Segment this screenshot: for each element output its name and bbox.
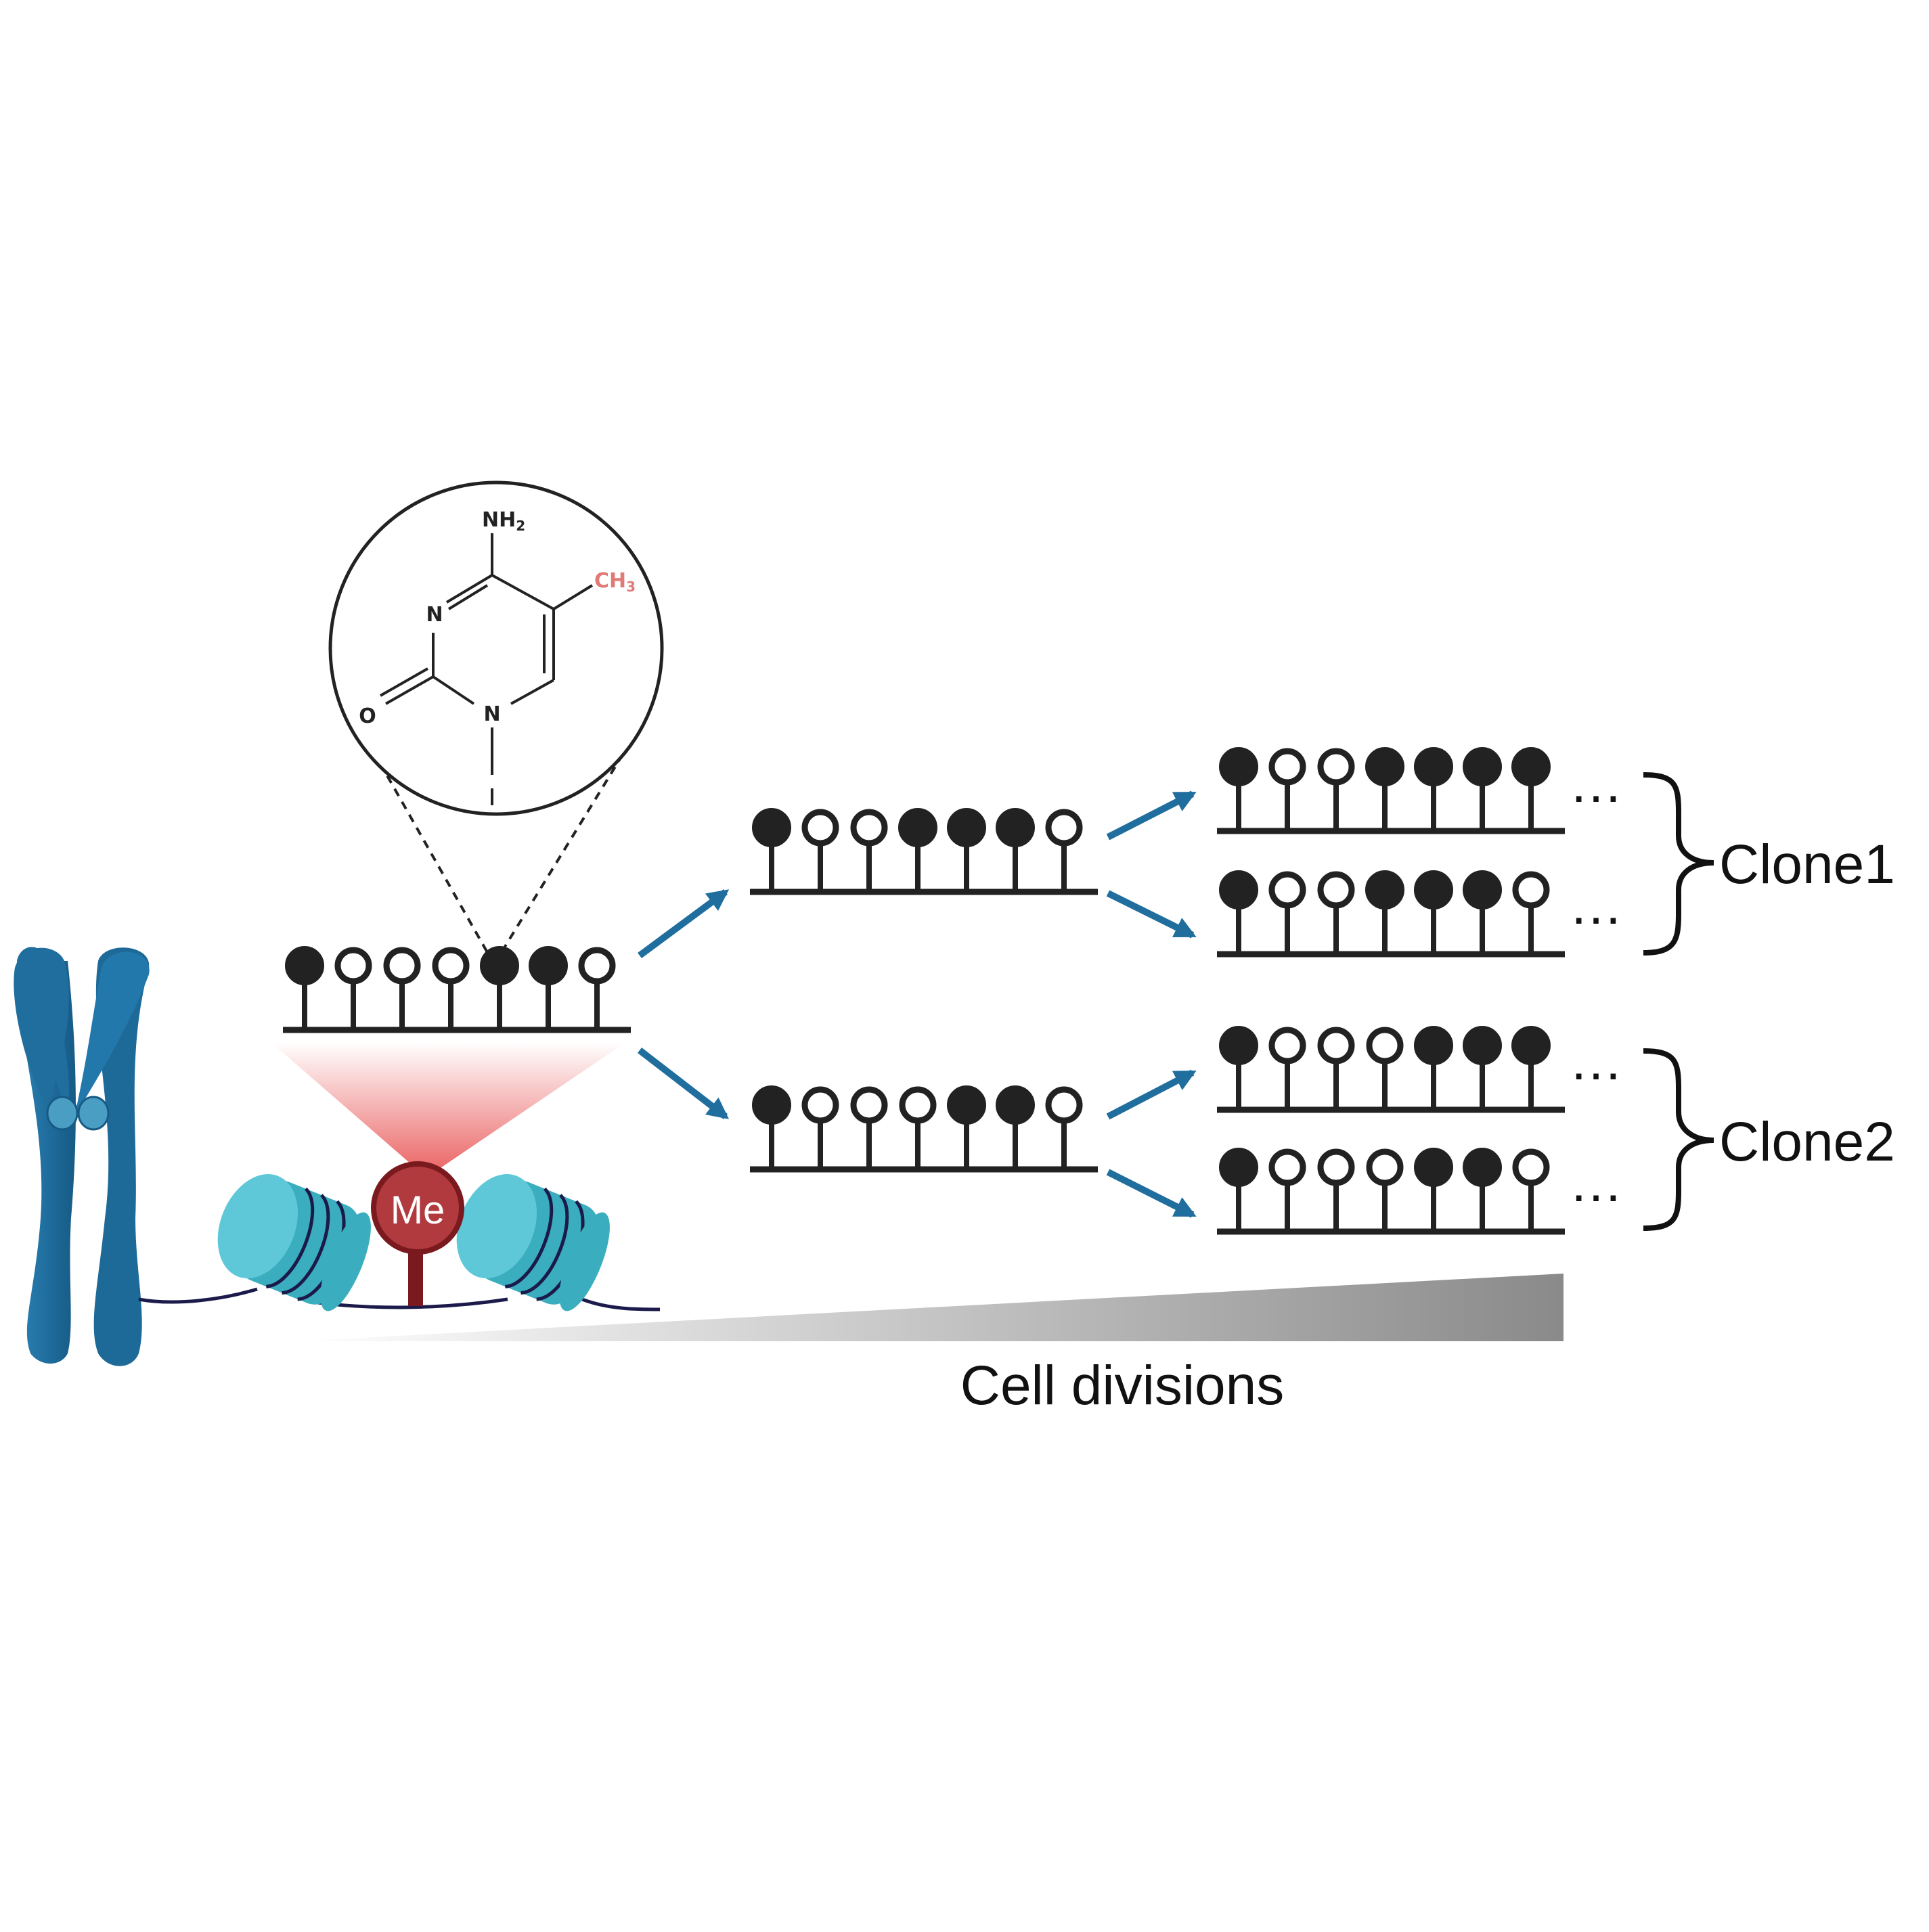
unmethylated-cpg (1268, 1148, 1306, 1186)
clone1-label: Clone1 (1719, 834, 1895, 895)
unmethylated-cpg (1317, 1027, 1355, 1064)
cell-divisions-wedge (298, 1274, 1564, 1341)
strand-generation1-bottom (750, 1085, 1098, 1173)
methylated-cpg (1414, 1148, 1453, 1187)
cell-divisions-label: Cell divisions (960, 1355, 1285, 1416)
division-arrows (637, 790, 1197, 1218)
unmethylated-cpg (801, 809, 839, 847)
methylated-cpg (1414, 870, 1453, 909)
clone2-label: Clone2 (1719, 1111, 1895, 1173)
chromosome-icon (14, 947, 150, 1366)
unmethylated-cpg (1366, 1027, 1404, 1064)
strand-clone1-b (1217, 870, 1565, 958)
unmethylated-cpg (1366, 1148, 1404, 1186)
unmethylated-cpg (432, 947, 470, 985)
arrow-gen1top-to-c1a (1106, 790, 1197, 840)
methylated-cpg (285, 946, 324, 985)
ellipsis-c2a: … (1569, 1031, 1623, 1091)
clone-braces (1643, 772, 1714, 1231)
methylated-cpg (752, 808, 791, 847)
unmethylated-cpg (1512, 1148, 1550, 1186)
strand-clone1-a (1217, 747, 1565, 834)
unmethylated-cpg (1045, 1086, 1083, 1124)
strand-origin (283, 946, 631, 1033)
unmethylated-cpg (1268, 871, 1306, 909)
methylated-cpg (1219, 747, 1258, 786)
chromatin-strand (138, 1287, 661, 1311)
zoom-lines (378, 753, 624, 966)
methylated-cpg (996, 808, 1035, 847)
arrow-gen1bottom-to-c2a (1106, 1069, 1197, 1120)
methylated-cpg (1463, 1026, 1502, 1065)
unmethylated-cpg (1317, 1148, 1355, 1186)
methylated-cpg (1511, 1026, 1551, 1065)
carbonyl-oxygen: O (359, 704, 376, 728)
unmethylated-cpg (578, 947, 616, 985)
ellipses: … … … … (1569, 753, 1623, 1213)
strand-generation1-top (750, 808, 1098, 895)
methylated-cpg (529, 946, 568, 985)
ring-nitrogen-bottom: N (483, 702, 500, 726)
brace-clone2 (1643, 1048, 1714, 1231)
methylated-cpg (898, 808, 937, 847)
unmethylated-cpg (1512, 871, 1550, 909)
ring-nitrogen-top: N (426, 603, 443, 627)
unmethylated-cpg (1317, 871, 1355, 909)
methylated-cpg (1414, 747, 1453, 786)
methylated-cpg (1365, 870, 1404, 909)
methylated-cpg (1219, 1148, 1258, 1187)
methylated-cpg (1463, 1148, 1502, 1187)
brace-clone1 (1643, 772, 1714, 956)
unmethylated-cpg (334, 947, 372, 985)
unmethylated-cpg (850, 1086, 888, 1124)
methyl-group-label: CH3 (594, 569, 636, 595)
amino-group-label: NH2 (482, 508, 525, 534)
ellipsis-c1a: … (1569, 753, 1623, 813)
zoom-cone (271, 1042, 626, 1177)
strand-clone2-b (1217, 1148, 1565, 1235)
unmethylated-cpg (899, 1086, 937, 1124)
arrow-origin-to-top (638, 889, 730, 959)
unmethylated-cpg (850, 809, 888, 847)
methylated-cpg (1463, 747, 1502, 786)
methylated-cpg (480, 946, 519, 985)
methyl-badge-label: Me (391, 1188, 445, 1232)
unmethylated-cpg (1317, 748, 1355, 786)
ellipsis-c2b: … (1569, 1152, 1623, 1213)
nucleosome-left-icon (217, 1174, 371, 1311)
strand-clone2-a (1217, 1026, 1565, 1113)
ellipsis-c1b: … (1569, 875, 1623, 935)
arrow-gen1top-to-c1b (1106, 890, 1197, 939)
methylated-cpg (1414, 1026, 1453, 1065)
unmethylated-cpg (383, 947, 421, 985)
cytosine-molecule: NH2 CH3 N N O (328, 480, 664, 816)
methylated-cpg (1365, 747, 1404, 786)
nucleosome-right-icon (456, 1174, 610, 1311)
methylated-cpg (752, 1085, 791, 1125)
unmethylated-cpg (801, 1086, 839, 1124)
methylated-cpg (1219, 1026, 1258, 1065)
methylated-cpg (1463, 870, 1502, 909)
arrow-gen1bottom-to-c2b (1106, 1169, 1197, 1218)
methylated-cpg (947, 1085, 986, 1125)
methylated-cpg (1219, 870, 1258, 909)
methylated-cpg (996, 1085, 1035, 1125)
unmethylated-cpg (1045, 809, 1083, 847)
unmethylated-cpg (1268, 1027, 1306, 1064)
methylated-cpg (947, 808, 986, 847)
methylated-cpg (1511, 747, 1551, 786)
methyl-marker: Me (371, 1161, 464, 1306)
arrow-origin-to-bottom (637, 1048, 730, 1119)
unmethylated-cpg (1268, 748, 1306, 786)
